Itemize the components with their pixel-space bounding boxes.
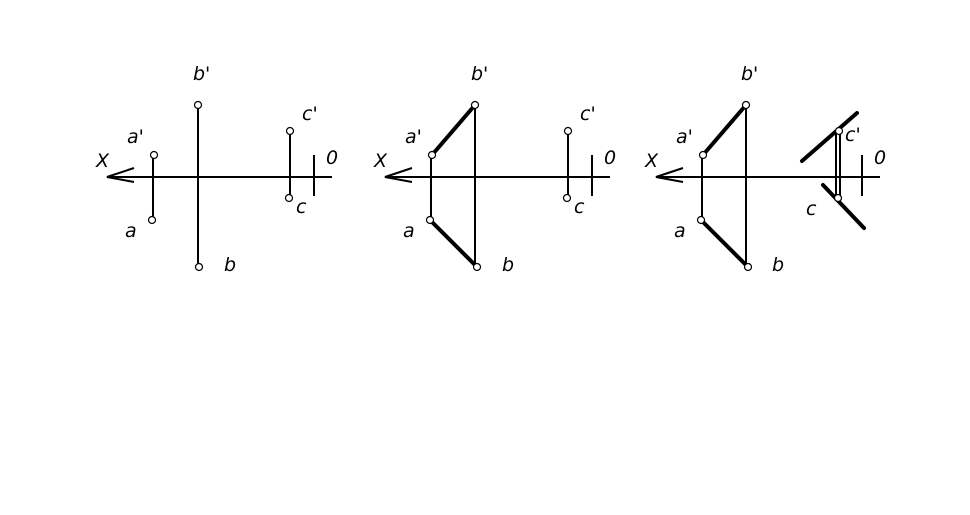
- label-b: b: [772, 254, 784, 276]
- point-a: [696, 215, 706, 225]
- point-b: [743, 262, 753, 272]
- panel-1: X 0 a' a b' b c' c: [95, 63, 338, 276]
- panel-3: X 0 a' a b' b c' c: [644, 63, 886, 276]
- label-c: c: [806, 198, 817, 220]
- axis-arrowhead: [655, 167, 684, 183]
- point-a-prime: [698, 150, 708, 160]
- point-c-prime: [834, 126, 844, 136]
- label-a: a: [125, 220, 137, 242]
- label-a: a: [674, 220, 686, 242]
- point-a: [147, 215, 157, 225]
- point-b: [194, 262, 204, 272]
- label-a: a: [403, 220, 415, 242]
- axis-arrowhead: [106, 167, 135, 183]
- label-b-prime: b': [741, 63, 758, 85]
- label-a-prime: a': [127, 126, 144, 148]
- point-b-prime: [470, 100, 480, 110]
- point-b-prime: [193, 100, 203, 110]
- label-c: c: [574, 196, 585, 218]
- label-b-prime: b': [193, 63, 210, 85]
- line-through-c-prime: [800, 111, 859, 163]
- panel-2: X 0 a' a b' b c' c: [373, 63, 616, 276]
- label-c-prime: c': [580, 103, 596, 125]
- point-c: [833, 193, 843, 203]
- segment-a-b: [699, 218, 750, 269]
- label-a-prime: a': [676, 126, 693, 148]
- label-o: 0: [874, 147, 886, 169]
- segment-a-b: [428, 218, 479, 269]
- label-b: b: [502, 254, 514, 276]
- segment-a-prime-b-prime: [430, 103, 477, 157]
- label-c-prime: c': [302, 103, 318, 125]
- point-c: [562, 193, 572, 203]
- label-o: 0: [326, 147, 338, 169]
- point-c-prime: [285, 126, 295, 136]
- point-b-prime: [741, 100, 751, 110]
- label-x: X: [644, 150, 659, 172]
- axis-arrowhead: [384, 167, 413, 183]
- label-b-prime: b': [471, 63, 488, 85]
- label-x: X: [95, 150, 110, 172]
- label-c: c: [296, 196, 307, 218]
- point-a: [425, 215, 435, 225]
- point-a-prime: [427, 150, 437, 160]
- point-c-prime: [563, 126, 573, 136]
- point-c: [284, 193, 294, 203]
- point-b: [472, 262, 482, 272]
- point-a-prime: [149, 150, 159, 160]
- label-b: b: [224, 254, 236, 276]
- label-o: 0: [604, 147, 616, 169]
- label-x: X: [373, 150, 388, 172]
- line-through-c: [821, 183, 866, 230]
- label-c-prime: c': [845, 124, 861, 146]
- segment-a-prime-b-prime: [701, 103, 748, 157]
- label-a-prime: a': [405, 126, 422, 148]
